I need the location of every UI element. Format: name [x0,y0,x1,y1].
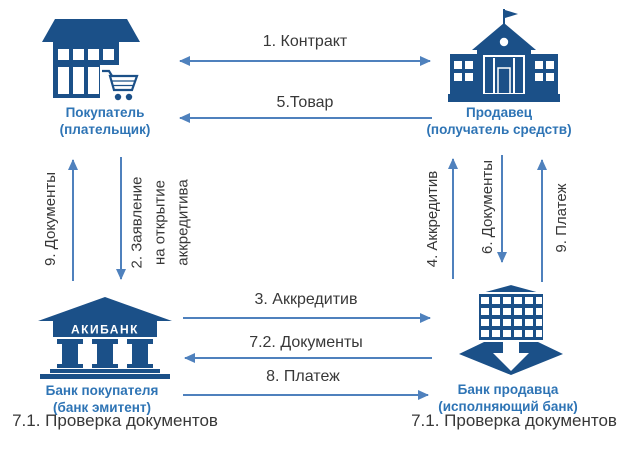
classical-bank-icon: АКИБАНК [38,297,172,379]
flow-label-credit-to-seller: 4. Аккредитив [424,170,441,268]
arrow-payment-to-seller [537,159,547,282]
seller-name: Продавец [465,105,533,120]
flow-label-application-line3: аккредитива [174,179,192,266]
flow-label-contract: 1. Контракт [262,33,348,50]
seller-subtitle: (получатель средств) [426,122,572,137]
arrowhead-right-icon [418,390,429,400]
arrowhead-down-icon [497,252,507,263]
office-building-icon [459,282,563,375]
seller-bank-name: Банк продавца [457,382,559,397]
arrowhead-down-icon [116,269,126,280]
arrowhead-up-icon [537,159,547,170]
flow-label-documents-banks: 7.2. Документы [249,334,363,351]
flag-icon [503,9,518,26]
arrow-documents-banks [184,353,432,363]
arrow-documents-to-buyer [68,159,78,281]
arrowhead-left-icon [179,56,190,66]
shopping-cart-icon [102,69,139,101]
arrowhead-up-icon [448,158,458,169]
flow-label-goods: 5.Товар [276,94,334,111]
seller-bank-note: 7.1. Проверка документов [411,411,617,430]
arrowhead-right-icon [420,313,431,323]
buyer-name: Покупатель [65,105,145,120]
seller-bank-subtitle: (исполняющий банк) [438,399,578,414]
arrow-application [116,157,126,280]
arrowhead-right-icon [420,56,431,66]
flow-label-payment-banks: 8. Платеж [266,368,340,385]
buyer-bank-name: Банк покупателя [45,383,159,398]
buyer-bank-subtitle: (банк эмитент) [53,400,151,415]
arrow-goods [179,113,432,123]
buyer-bank-note: 7.1. Проверка документов [12,411,218,430]
flow-label-application-line2: на открытие [151,180,169,265]
flow-label-application-line1: 2. Заявление [128,176,146,269]
arrow-credit-to-seller [448,158,458,279]
arrow-credit-banks [183,313,431,323]
buyer-subtitle: (плательщик) [59,122,151,137]
arrowhead-left-icon [179,113,190,123]
arrow-documents-from-seller [497,155,507,263]
flow-label-credit-banks: 3. Аккредитив [254,291,358,308]
arrow-contract [179,56,431,66]
flow-label-payment-to-seller: 9. Платеж [553,183,570,253]
flow-label-application: 2. Заявление на открытие аккредитива [126,158,195,288]
arrowhead-left-icon [184,353,195,363]
flow-label-documents-to-buyer: 9. Документы [42,172,59,266]
arrow-payment-banks [183,390,429,400]
arrowhead-up-icon [68,159,78,170]
school-building-icon [448,9,560,102]
flow-label-documents-from-seller: 6. Документы [479,160,496,254]
store-icon [42,19,140,101]
bank-sign-text: АКИБАНК [71,323,139,337]
